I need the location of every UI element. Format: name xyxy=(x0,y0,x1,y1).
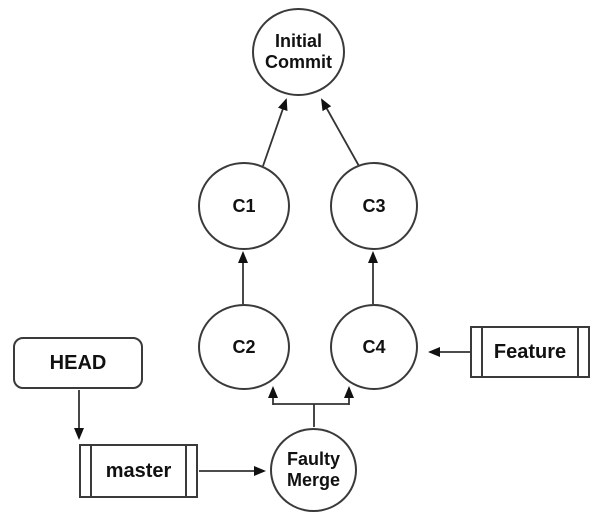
node-head: HEAD xyxy=(13,337,143,389)
node-faulty-merge-label-line2: Merge xyxy=(286,470,340,490)
node-master-label: master xyxy=(105,459,172,482)
node-c1-label: C1 xyxy=(232,195,256,216)
node-feature-label: Feature xyxy=(493,340,567,363)
node-faulty-merge: Faulty Merge xyxy=(270,428,357,512)
node-c3: C3 xyxy=(330,162,418,250)
edge-faulty-merge-branch-connector xyxy=(273,403,349,427)
feature-ribbon-right-line xyxy=(577,328,579,376)
master-ribbon-left-line xyxy=(90,446,92,496)
node-initial-commit-label-line1: Initial xyxy=(274,31,322,51)
node-c4-label: C4 xyxy=(362,336,386,357)
node-head-label: HEAD xyxy=(49,351,107,374)
master-ribbon-right-line xyxy=(185,446,187,496)
feature-ribbon-left-line xyxy=(481,328,483,376)
edge-c1-to-initial-commit xyxy=(262,98,288,167)
node-feature: Feature xyxy=(470,326,590,378)
node-c2: C2 xyxy=(198,304,290,390)
node-master: master xyxy=(79,444,198,498)
node-initial-commit: Initial Commit xyxy=(252,8,345,96)
node-initial-commit-label-line2: Commit xyxy=(265,52,332,72)
edge-c3-to-initial-commit xyxy=(321,98,360,167)
node-c3-label: C3 xyxy=(362,195,386,216)
node-c2-label: C2 xyxy=(232,336,256,357)
node-c4: C4 xyxy=(330,304,418,390)
node-c1: C1 xyxy=(198,162,290,250)
node-faulty-merge-label-line1: Faulty xyxy=(286,449,340,469)
